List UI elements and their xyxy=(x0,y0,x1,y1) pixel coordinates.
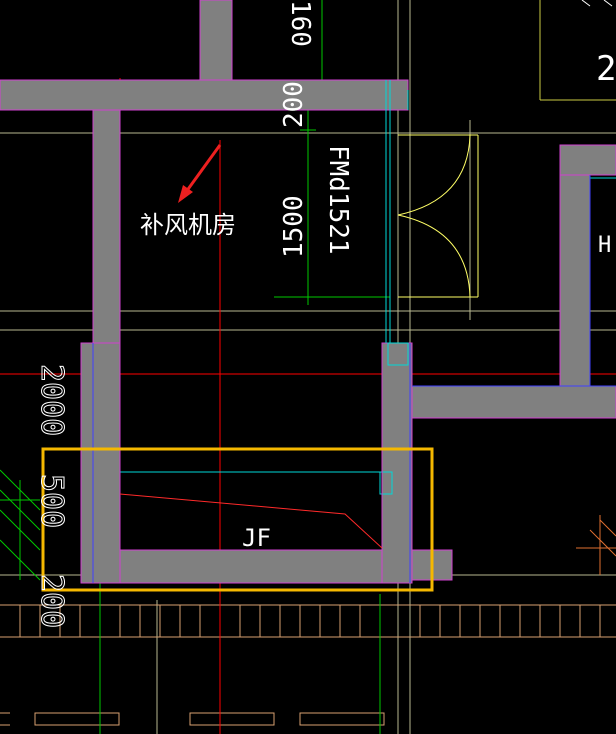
bottom-strip xyxy=(0,604,616,726)
upper-right-room-outline xyxy=(539,0,616,101)
red-arrow-icon xyxy=(178,144,222,203)
top-right-tick xyxy=(581,0,591,7)
pit-slope-line xyxy=(119,493,383,549)
pit-label: JF xyxy=(242,524,271,552)
cross-mark xyxy=(576,515,616,575)
door-swing xyxy=(397,134,479,298)
dimension-160: 160 xyxy=(285,0,315,47)
dimension-200-left: 200 xyxy=(34,574,69,628)
highlight-box xyxy=(41,447,434,592)
dimension-2000: 2000 xyxy=(34,364,69,436)
right-edge-char: H xyxy=(598,233,611,258)
dimension-1500: 1500 xyxy=(279,195,309,258)
corner-char: 2 xyxy=(596,49,616,89)
magenta-edges xyxy=(119,343,383,583)
blue-edges xyxy=(92,175,616,583)
column-marks xyxy=(120,80,616,495)
left-dimension-stack: 2000 500 200 xyxy=(34,364,70,629)
dimension-500: 500 xyxy=(34,474,69,528)
door-code-label: FMd1521 xyxy=(323,145,353,255)
dimension-200-upper: 200 xyxy=(279,81,309,128)
top-right-tick-2 xyxy=(603,0,613,7)
room-label: 补风机房 xyxy=(140,211,236,239)
